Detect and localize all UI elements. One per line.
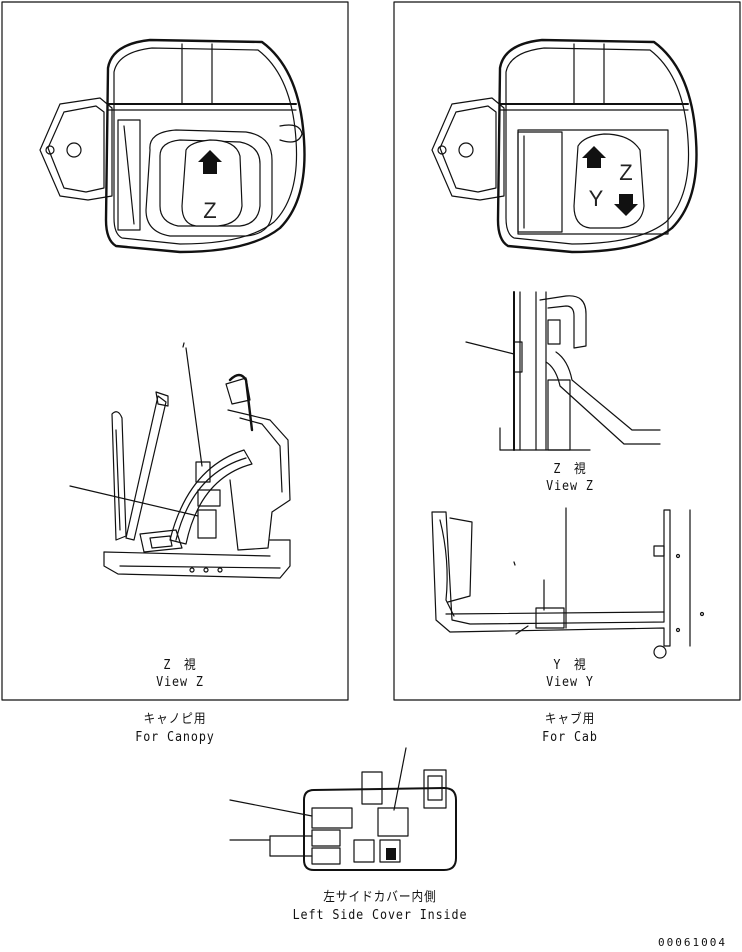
- canopy-caption-en: For Canopy: [135, 730, 215, 745]
- leader-line: [393, 747, 407, 811]
- canopy-view-z-label-en: View Z: [156, 675, 204, 690]
- leader-line: [229, 799, 313, 817]
- cab-caption-jp: キャブ用: [544, 712, 596, 727]
- cab-view-y-label-jp: Y 視: [553, 658, 587, 673]
- drawing-number: 00061004: [658, 936, 727, 949]
- canopy-view-z-drawing: [69, 342, 291, 579]
- cab-view-z-label-en: View Z: [546, 479, 594, 494]
- side-cover-caption-jp: 左サイドカバー内側: [323, 890, 437, 905]
- side-cover-drawing: [229, 747, 457, 871]
- leader-line: [185, 347, 203, 467]
- leader-line: [465, 341, 515, 355]
- side-cover-caption-en: Left Side Cover Inside: [292, 908, 468, 923]
- canopy-view-z-label-jp: Z 視: [163, 658, 197, 673]
- canopy-view-z-letter: Z: [203, 198, 216, 223]
- cab-view-y-drawing: [431, 507, 705, 659]
- cab-top-view: Z Y: [431, 38, 698, 254]
- cab-view-z-letter: Z: [619, 160, 632, 185]
- canopy-panel-frame: [1, 1, 349, 701]
- cab-caption-en: For Cab: [542, 730, 598, 745]
- leader-line: [69, 485, 199, 517]
- canopy-top-view: Z: [39, 38, 306, 254]
- leader-line: [515, 625, 529, 635]
- cab-view-y-letter: Y: [589, 186, 604, 211]
- cab-panel-frame: [393, 1, 741, 701]
- cab-view-y-label-en: View Y: [546, 675, 594, 690]
- canopy-caption-jp: キャノピ用: [143, 712, 207, 727]
- cab-view-z-label-jp: Z 視: [553, 462, 587, 477]
- cab-view-z-drawing: [465, 291, 661, 451]
